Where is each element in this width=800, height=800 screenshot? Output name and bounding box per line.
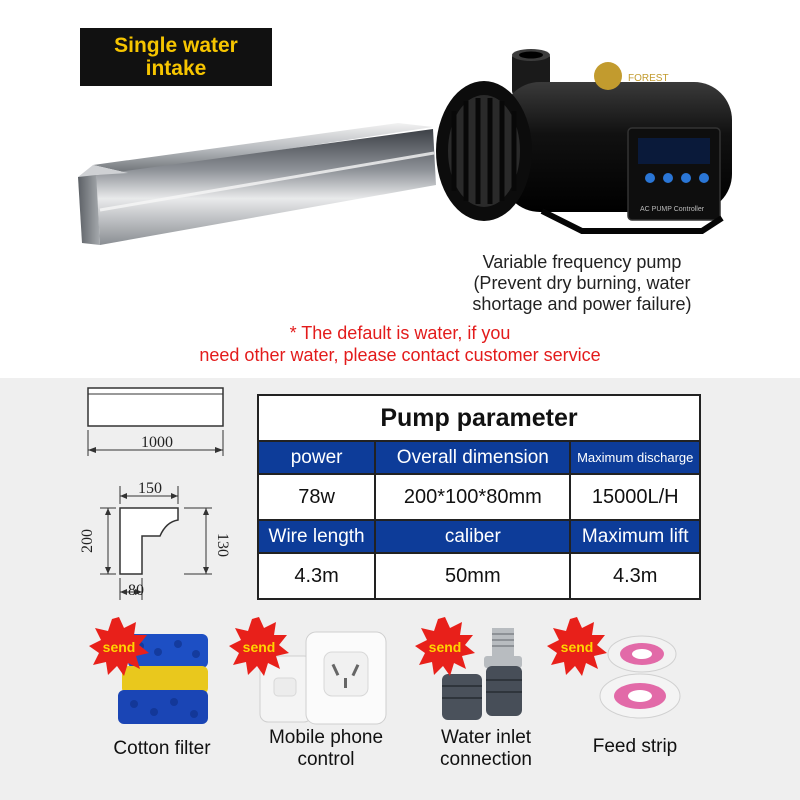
notice-line: need other water, please contact custome… <box>199 345 601 365</box>
accessory-label-line: control <box>297 749 355 770</box>
pump-caption-line: shortage and power failure) <box>472 294 692 314</box>
smart-plug-image <box>259 631 387 725</box>
feed-strip-image <box>599 635 681 719</box>
variable-frequency-pump-image: FOREST AC PUMP Controller <box>436 49 732 234</box>
cotton-filter-image <box>118 634 208 724</box>
accessory-label-line: Water inlet <box>440 727 532 748</box>
water-inlet-connection-image <box>442 628 522 720</box>
table-row: 4.3m 50mm 4.3m <box>256 552 701 600</box>
single-water-intake-badge: Single water intake <box>80 28 272 86</box>
value-maximum-lift: 4.3m <box>569 552 701 600</box>
header-wire-length: Wire length <box>256 519 377 554</box>
header-power: power <box>256 440 377 475</box>
send-text: send <box>243 639 276 655</box>
value-maximum-discharge: 15000L/H <box>569 473 701 521</box>
header-caliber: caliber <box>374 519 572 554</box>
send-badge-1: send <box>89 617 149 676</box>
pump-caption-line: (Prevent dry burning, water <box>473 273 691 293</box>
table-row: power Overall dimension Maximum discharg… <box>256 440 701 475</box>
accessory-label-line: connection <box>440 749 532 770</box>
waterfall-weir-image <box>78 123 436 245</box>
send-text: send <box>429 639 462 655</box>
header-maximum-discharge: Maximum discharge <box>569 440 701 475</box>
accessory-label-feed-strip: Feed strip <box>570 736 700 758</box>
notice-line: * The default is water, if you <box>289 323 511 343</box>
send-text: send <box>103 639 136 655</box>
pump-caption-line: Variable frequency pump <box>482 252 682 272</box>
pump-caption: Variable frequency pump (Prevent dry bur… <box>452 252 712 315</box>
accessory-label-cotton-filter: Cotton filter <box>92 738 232 760</box>
send-text: send <box>561 639 594 655</box>
table-row: Wire length caliber Maximum lift <box>256 519 701 554</box>
controller-label: AC PUMP Controller <box>640 206 705 213</box>
table-title: Pump parameter <box>257 394 701 442</box>
value-wire-length: 4.3m <box>256 552 377 600</box>
side-top-width-label: 150 <box>138 480 162 497</box>
front-width-label: 1000 <box>141 434 173 451</box>
table-row: 78w 200*100*80mm 15000L/H <box>256 473 701 521</box>
value-power: 78w <box>256 473 377 521</box>
customer-service-notice: * The default is water, if you need othe… <box>150 322 650 366</box>
send-badge-3: send <box>415 617 475 676</box>
accessory-label-water-inlet-connection: Water inlet connection <box>416 727 556 771</box>
value-overall-dimension: 200*100*80mm <box>374 473 572 521</box>
pump-parameter-table: Pump parameter power Overall dimension M… <box>256 394 701 600</box>
accessory-label-mobile-phone-control: Mobile phone control <box>248 727 404 771</box>
accessory-label-line: Feed strip <box>592 736 678 757</box>
front-view-drawing <box>87 387 224 456</box>
value-caliber: 50mm <box>374 552 572 600</box>
side-bottom-width-label: 80 <box>128 582 144 599</box>
svg-text:FOREST: FOREST <box>628 73 669 84</box>
side-profile-drawing <box>100 486 212 600</box>
header-maximum-lift: Maximum lift <box>569 519 701 554</box>
send-badge-4: send <box>547 617 607 676</box>
accessory-label-line: Cotton filter <box>113 738 211 759</box>
side-height-left-label: 200 <box>79 529 96 553</box>
header-overall-dimension: Overall dimension <box>374 440 572 475</box>
send-badge-2: send <box>229 617 289 676</box>
accessory-label-line: Mobile phone <box>268 727 384 748</box>
side-height-right-label: 130 <box>214 533 231 557</box>
